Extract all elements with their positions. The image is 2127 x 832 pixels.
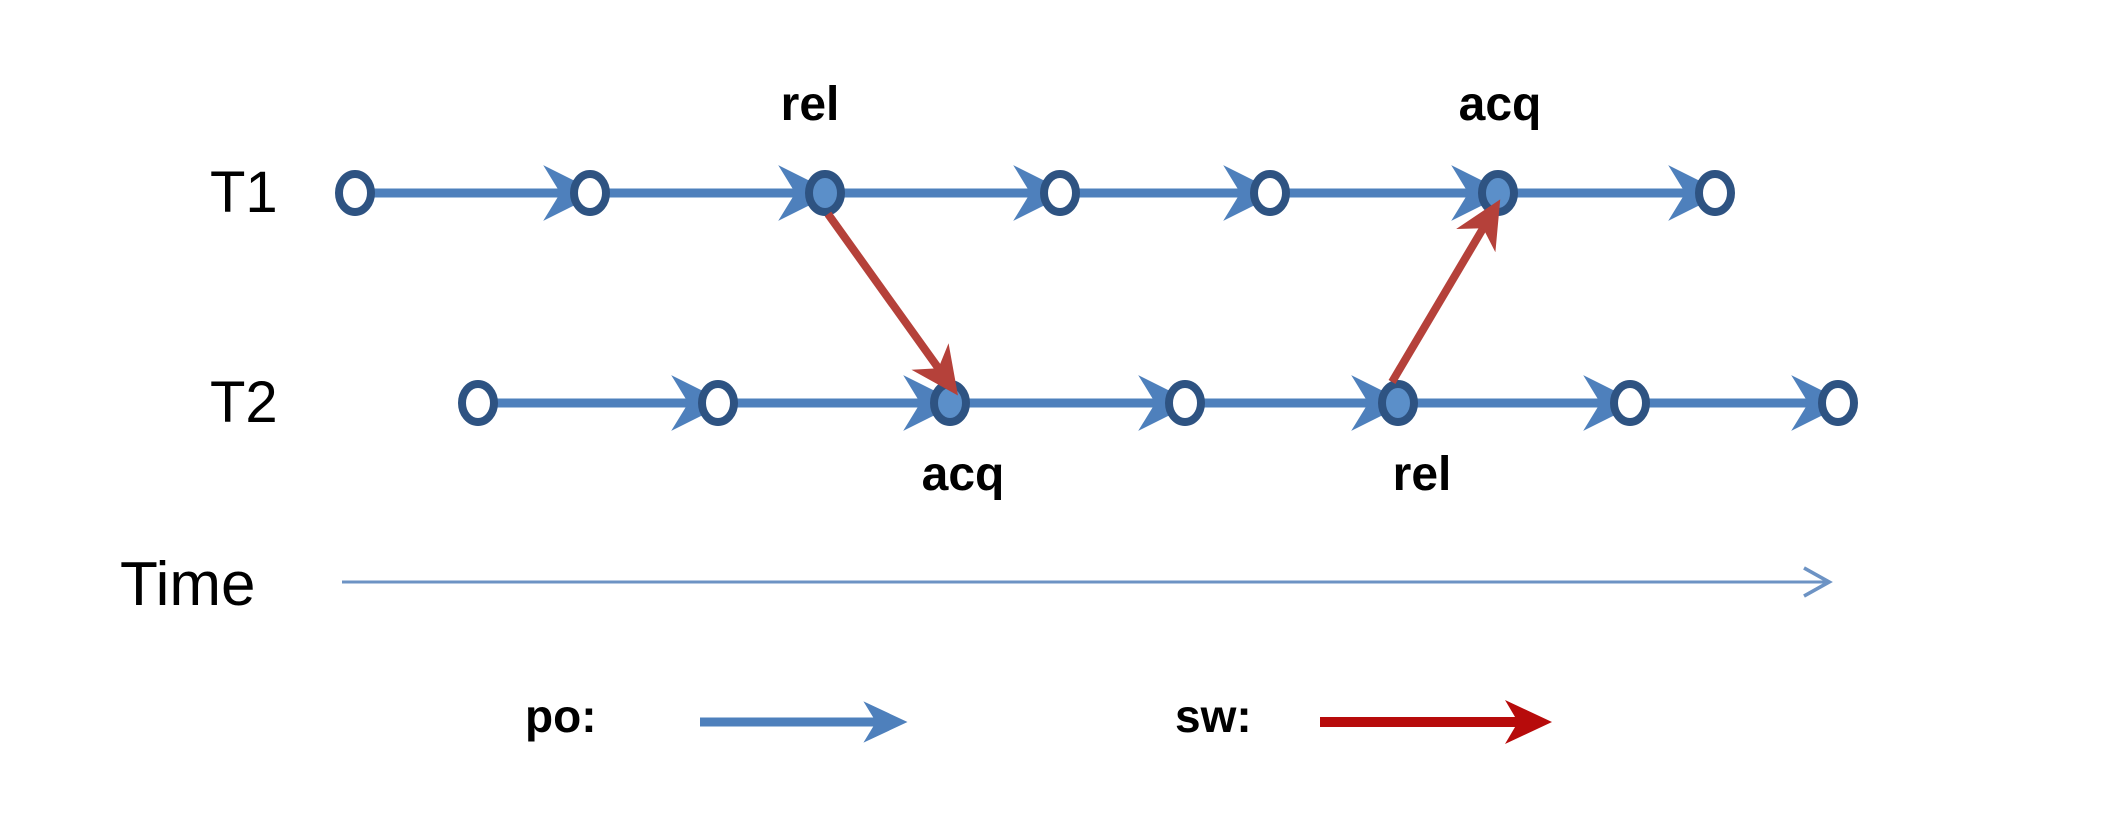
sw-edge-rel-t2-to-acq-t1: [1388, 199, 1501, 385]
event-node-open[interactable]: [1818, 380, 1858, 426]
event-label-acq-t2: acq: [922, 448, 1005, 501]
legend-label-sw: sw:: [1175, 690, 1252, 742]
event-label-rel-t2: rel: [1393, 448, 1452, 501]
event-nodes-t2: [458, 380, 1858, 426]
event-node-open[interactable]: [1250, 170, 1290, 216]
event-node-open[interactable]: [570, 170, 610, 216]
event-node-open[interactable]: [698, 380, 738, 426]
time-axis: Time: [120, 550, 1833, 619]
event-node-open[interactable]: [335, 170, 375, 216]
event-node-open[interactable]: [458, 380, 498, 426]
sw-edges: [824, 199, 1501, 396]
sw-edge-rel-t1-to-acq-t2: [824, 211, 958, 396]
thread-label-t2: T2: [210, 370, 278, 435]
event-node-open[interactable]: [1040, 170, 1080, 216]
event-node-open[interactable]: [1610, 380, 1650, 426]
legend: po: sw:: [525, 690, 1553, 744]
event-node-acq-t1[interactable]: [1478, 170, 1518, 216]
thread-row-t2: T2 acq rel: [210, 370, 1858, 501]
time-axis-label: Time: [120, 550, 255, 619]
event-node-open[interactable]: [1695, 170, 1735, 216]
thread-label-t1: T1: [210, 160, 278, 225]
event-label-acq-t1: acq: [1459, 78, 1542, 131]
event-nodes-t1: [335, 170, 1735, 216]
event-node-rel-t2[interactable]: [1378, 380, 1418, 426]
event-node-open[interactable]: [1165, 380, 1205, 426]
event-node-rel-t1[interactable]: [805, 170, 845, 216]
event-label-rel-t1: rel: [781, 78, 840, 131]
thread-row-t1: T1 rel acq: [210, 78, 1735, 225]
legend-label-po: po:: [525, 690, 597, 742]
event-node-acq-t2[interactable]: [930, 380, 970, 426]
